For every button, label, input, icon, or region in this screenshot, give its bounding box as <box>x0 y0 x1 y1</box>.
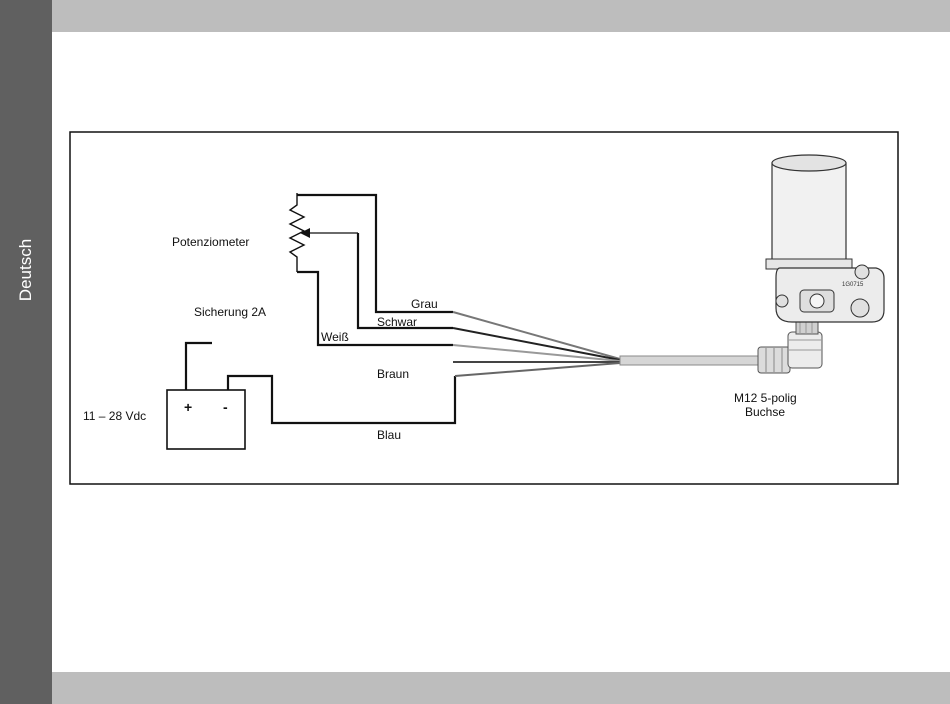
supply-voltage-label: 11 – 28 Vdc <box>83 409 146 423</box>
sensor-device: 1G0715 <box>766 155 884 322</box>
fuse-label: Sicherung 2A <box>194 305 266 319</box>
wire-grey-label: Grau <box>411 297 438 311</box>
wire-black <box>358 233 453 328</box>
wire-black-label: Schwar <box>377 315 417 329</box>
battery <box>167 390 245 449</box>
wire-brown-label: Braun <box>377 367 409 381</box>
m12-connector <box>758 318 822 373</box>
battery-plus: + <box>184 399 192 415</box>
wire-grey-converge <box>453 312 620 359</box>
wire-white-label: Weiß <box>321 330 349 344</box>
connector-label-line1: M12 5-polig <box>734 391 797 405</box>
battery-minus: - <box>223 399 228 415</box>
fuse-symbol <box>186 343 212 390</box>
wire-blue <box>228 376 455 423</box>
cable <box>620 356 760 365</box>
wire-grey <box>297 195 453 312</box>
potentiometer-label: Potenziometer <box>172 235 249 249</box>
wire-blue-converge <box>455 363 620 376</box>
wire-black-converge <box>453 328 620 360</box>
wire-blue-label: Blau <box>377 428 401 442</box>
wire-white-converge <box>453 345 620 361</box>
device-marking: 1G0715 <box>842 282 864 288</box>
connector-label-line2: Buchse <box>745 405 785 419</box>
